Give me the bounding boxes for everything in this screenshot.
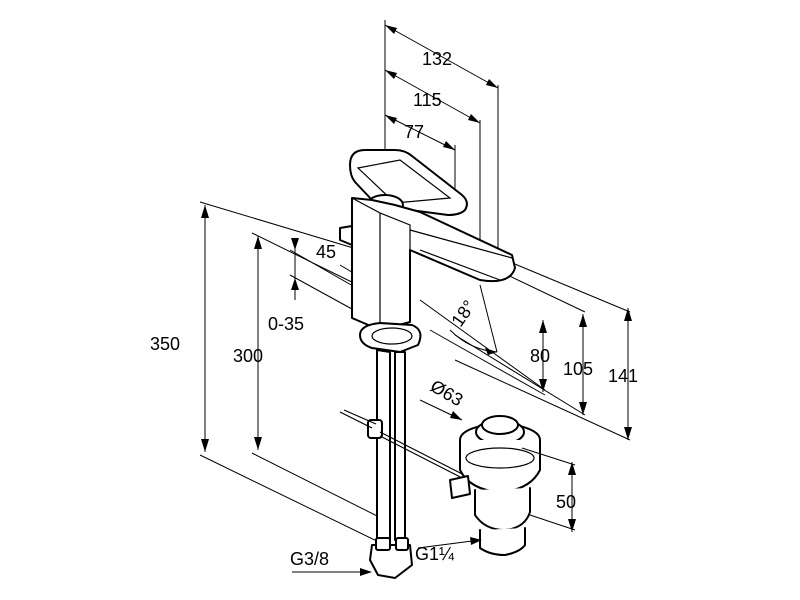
dim-141-label: 141 (608, 366, 638, 386)
waste-dimension-lines (419, 399, 576, 532)
waste-assembly (449, 415, 541, 556)
dim-115-label: 115 (413, 90, 442, 110)
dim-0-35-label: 0-35 (268, 314, 304, 334)
faucet-body (339, 149, 516, 353)
dim-132-label: 132 (422, 49, 452, 69)
left-dimension-lines (199, 201, 386, 546)
dim-350-label: 350 (150, 334, 180, 354)
dim-77-label: 77 (404, 122, 424, 142)
angle-18-lines (449, 284, 498, 355)
supply-hose (339, 349, 413, 579)
dim-80-label: 80 (530, 346, 550, 366)
dim-phi63-label: Ø63 (427, 376, 466, 410)
top-dimension-lines (384, 20, 499, 250)
thread-g114-label: G1¼ (415, 544, 455, 564)
thread-leader-lines (292, 537, 482, 576)
dim-300-label: 300 (233, 346, 263, 366)
thread-g38-label: G3/8 (290, 549, 329, 569)
dim-45-label: 45 (316, 242, 336, 262)
dim-50-label: 50 (556, 492, 576, 512)
popup-rod (379, 431, 471, 483)
right-dimension-lines (419, 261, 632, 441)
dim-18-angle-label: 18° (447, 297, 479, 331)
dim-105-label: 105 (563, 359, 593, 379)
